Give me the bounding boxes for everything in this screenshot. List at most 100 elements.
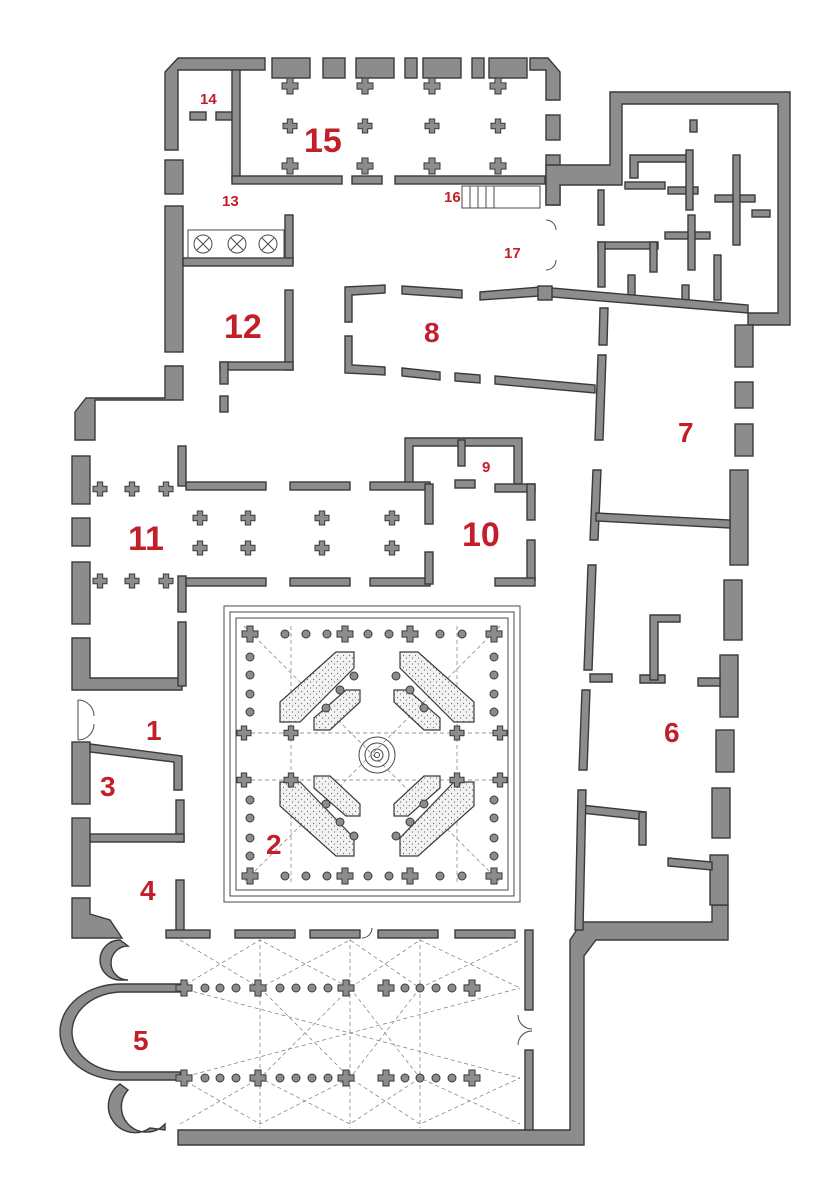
- pier: [377, 1069, 395, 1087]
- column: [349, 831, 359, 841]
- column: [280, 871, 290, 881]
- pier: [336, 867, 354, 885]
- label-room-15: 15: [304, 122, 342, 160]
- pier: [492, 772, 508, 788]
- interior-walls: [89, 69, 771, 1131]
- column: [323, 1073, 333, 1083]
- column: [363, 871, 373, 881]
- column: [245, 707, 255, 717]
- pier: [241, 867, 259, 885]
- pier: [384, 510, 400, 526]
- column: [245, 652, 255, 662]
- label-room-8: 8: [424, 317, 440, 348]
- latrine-cross: [196, 237, 210, 251]
- column: [457, 871, 467, 881]
- column: [245, 813, 255, 823]
- pier: [449, 725, 465, 741]
- column: [489, 670, 499, 680]
- column: [323, 983, 333, 993]
- column: [384, 871, 394, 881]
- pier: [283, 725, 299, 741]
- label-room-6: 6: [664, 717, 680, 748]
- column: [200, 1073, 210, 1083]
- column: [435, 871, 445, 881]
- label-room-13: 13: [222, 193, 239, 210]
- column: [245, 689, 255, 699]
- label-room-12: 12: [224, 308, 262, 346]
- pier: [240, 510, 256, 526]
- label-room-5: 5: [133, 1025, 149, 1056]
- pier: [377, 979, 395, 997]
- column: [322, 871, 332, 881]
- pier: [175, 1069, 193, 1087]
- stair-16: [461, 185, 541, 209]
- pier: [236, 725, 252, 741]
- column: [489, 689, 499, 699]
- pier: [463, 1069, 481, 1087]
- latrines-13: [187, 229, 285, 259]
- column: [363, 629, 373, 639]
- pier: [384, 540, 400, 556]
- column: [307, 1073, 317, 1083]
- column: [447, 1073, 457, 1083]
- column: [301, 629, 311, 639]
- pier: [423, 157, 441, 175]
- pier: [240, 540, 256, 556]
- courtyard-2: [223, 605, 521, 903]
- column: [400, 983, 410, 993]
- column: [405, 685, 415, 695]
- pier: [357, 118, 373, 134]
- pier: [282, 118, 298, 134]
- pier: [249, 1069, 267, 1087]
- pier: [490, 118, 506, 134]
- label-room-9: 9: [482, 459, 490, 476]
- pier: [337, 1069, 355, 1087]
- column: [291, 983, 301, 993]
- pier: [158, 573, 174, 589]
- pier: [463, 979, 481, 997]
- column: [489, 851, 499, 861]
- column: [405, 817, 415, 827]
- pier: [281, 157, 299, 175]
- column: [275, 983, 285, 993]
- pier: [249, 979, 267, 997]
- pier: [283, 772, 299, 788]
- label-room-14: 14: [200, 91, 217, 108]
- pier: [424, 118, 440, 134]
- column: [489, 707, 499, 717]
- pier: [401, 867, 419, 885]
- column: [231, 983, 241, 993]
- column: [321, 799, 331, 809]
- column: [275, 1073, 285, 1083]
- pier: [124, 573, 140, 589]
- column: [215, 1073, 225, 1083]
- pier: [314, 510, 330, 526]
- column: [200, 983, 210, 993]
- room-5-hall: [59, 938, 521, 1134]
- column: [391, 831, 401, 841]
- column: [321, 703, 331, 713]
- column: [489, 795, 499, 805]
- column: [231, 1073, 241, 1083]
- column: [435, 629, 445, 639]
- latrine-seat: [193, 234, 213, 254]
- column: [301, 871, 311, 881]
- column: [384, 629, 394, 639]
- column: [400, 1073, 410, 1083]
- pier: [336, 625, 354, 643]
- column: [447, 983, 457, 993]
- room-labels: 1 2 3 4 5 6 7 8 9 10 11 12 13 14 15 16 1…: [100, 91, 694, 1056]
- pier: [241, 625, 259, 643]
- column: [245, 851, 255, 861]
- column: [335, 817, 345, 827]
- latrine-cross: [261, 237, 275, 251]
- pier: [356, 157, 374, 175]
- pier: [175, 979, 193, 997]
- column: [291, 1073, 301, 1083]
- pier: [423, 77, 441, 95]
- column: [215, 983, 225, 993]
- column: [415, 1073, 425, 1083]
- latrine-cross: [230, 237, 244, 251]
- column: [307, 983, 317, 993]
